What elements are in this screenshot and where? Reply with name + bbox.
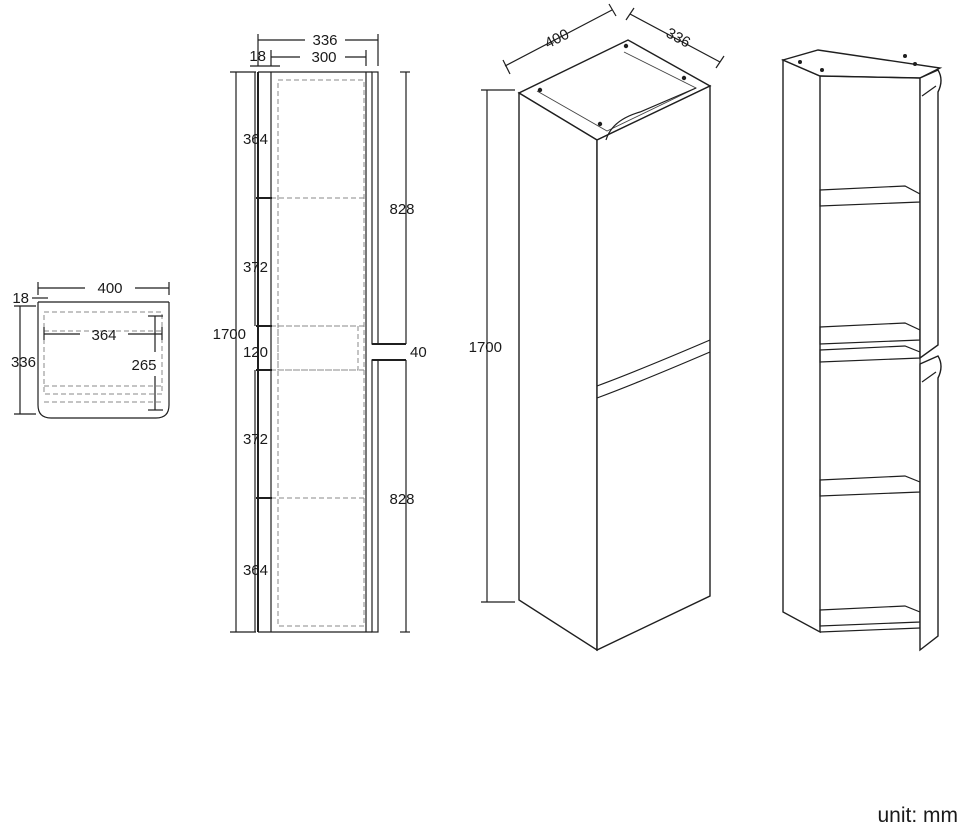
unit-label: unit: mm bbox=[877, 804, 958, 827]
side-panel-label: 18 bbox=[249, 48, 266, 65]
side-compartment-lower-label: 372 bbox=[243, 431, 268, 448]
section-width-label: 400 bbox=[97, 280, 122, 297]
side-view: 336 300 18 1700 364 372 120 372 364 828 … bbox=[213, 32, 427, 633]
side-door-lower-label: 828 bbox=[389, 491, 414, 508]
iso-width-label: 400 bbox=[542, 26, 572, 53]
section-outline bbox=[37, 302, 170, 419]
section-panel-label: 18 bbox=[12, 290, 29, 307]
side-compartment-bottom-label: 364 bbox=[243, 562, 268, 579]
section-depth-label: 336 bbox=[11, 354, 36, 371]
side-door-upper-label: 828 bbox=[389, 201, 414, 218]
iso-height-label: 1700 bbox=[469, 339, 502, 356]
side-door-gap-label: 40 bbox=[410, 344, 427, 361]
side-total-height-label: 1700 bbox=[213, 326, 246, 343]
side-inner-depth-label: 300 bbox=[311, 49, 336, 66]
side-middle-gap-label: 120 bbox=[243, 344, 268, 361]
side-compartment-top-label: 364 bbox=[243, 131, 268, 148]
iso-depth-label: 336 bbox=[663, 25, 693, 52]
isometric-closed-view: 400 336 1700 bbox=[469, 3, 725, 652]
isometric-open-view bbox=[780, 49, 943, 652]
side-depth-label: 336 bbox=[312, 32, 337, 49]
section-shelf-depth-label: 265 bbox=[131, 357, 156, 374]
side-compartment-upper-label: 372 bbox=[243, 259, 268, 276]
section-inner-width-label: 364 bbox=[91, 327, 116, 344]
section-view: 400 18 364 336 265 bbox=[11, 280, 170, 419]
